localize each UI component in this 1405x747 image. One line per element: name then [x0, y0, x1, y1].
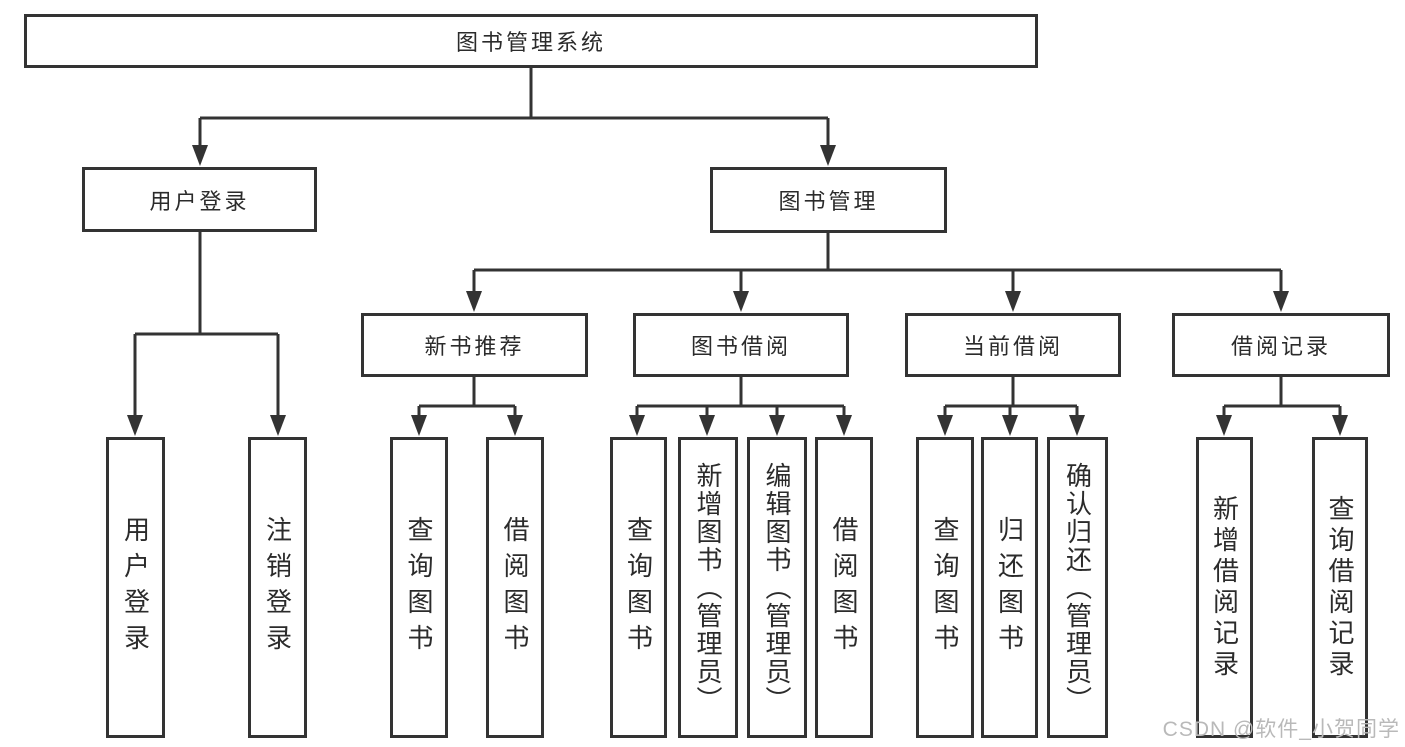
node-leaf-current-query: 查询图书 — [916, 437, 974, 738]
node-current-borrowing-label: 当前借阅 — [962, 334, 1063, 359]
node-leaf-bookborrow-query: 查询图书 — [610, 437, 667, 738]
node-leaf-record-query-label: 查询借阅记录 — [1325, 494, 1355, 681]
node-root: 图书管理系统 — [24, 14, 1038, 68]
node-borrowing-records-label: 借阅记录 — [1230, 334, 1331, 359]
node-root-label: 图书管理系统 — [455, 30, 606, 55]
node-leaf-user-login: 用户登录 — [106, 437, 165, 738]
node-leaf-bookborrow-add-label: 新增图书（管理员） — [693, 461, 723, 714]
node-leaf-bookborrow-borrow: 借阅图书 — [815, 437, 873, 738]
node-new-book-recommend: 新书推荐 — [361, 313, 588, 377]
node-leaf-record-add-label: 新增借阅记录 — [1209, 494, 1240, 681]
node-leaf-current-query-label: 查询图书 — [930, 515, 960, 660]
node-leaf-bookborrow-add: 新增图书（管理员） — [678, 437, 738, 738]
node-book-borrowing: 图书借阅 — [633, 313, 849, 377]
node-leaf-record-query: 查询借阅记录 — [1312, 437, 1368, 738]
node-user-login: 用户登录 — [82, 167, 317, 232]
node-leaf-record-add: 新增借阅记录 — [1196, 437, 1253, 738]
node-leaf-bookborrow-query-label: 查询图书 — [623, 515, 654, 660]
node-leaf-current-confirm-label: 确认归还（管理员） — [1062, 461, 1093, 714]
node-leaf-newbook-query-label: 查询图书 — [404, 515, 434, 660]
node-leaf-user-login-label: 用户登录 — [120, 515, 151, 660]
node-leaf-current-return: 归还图书 — [981, 437, 1038, 738]
node-new-book-recommend-label: 新书推荐 — [424, 334, 525, 359]
node-leaf-current-confirm: 确认归还（管理员） — [1047, 437, 1108, 738]
node-leaf-logout-login: 注销登录 — [248, 437, 307, 738]
node-borrowing-records: 借阅记录 — [1172, 313, 1390, 377]
node-current-borrowing: 当前借阅 — [905, 313, 1121, 377]
node-user-login-label: 用户登录 — [149, 188, 250, 214]
watermark: CSDN @软件_小贺同学 — [1162, 718, 1400, 741]
node-leaf-bookborrow-edit: 编辑图书（管理员） — [747, 437, 807, 738]
node-leaf-logout-login-label: 注销登录 — [262, 515, 293, 660]
node-book-management: 图书管理 — [710, 167, 947, 233]
node-book-borrowing-label: 图书借阅 — [690, 334, 791, 359]
node-leaf-current-return-label: 归还图书 — [994, 515, 1025, 660]
node-leaf-bookborrow-borrow-label: 借阅图书 — [829, 515, 859, 660]
node-leaf-newbook-borrow: 借阅图书 — [486, 437, 544, 738]
node-leaf-newbook-query: 查询图书 — [390, 437, 448, 738]
node-book-management-label: 图书管理 — [778, 189, 879, 214]
node-leaf-bookborrow-edit-label: 编辑图书（管理员） — [762, 461, 792, 714]
node-leaf-newbook-borrow-label: 借阅图书 — [500, 515, 530, 660]
